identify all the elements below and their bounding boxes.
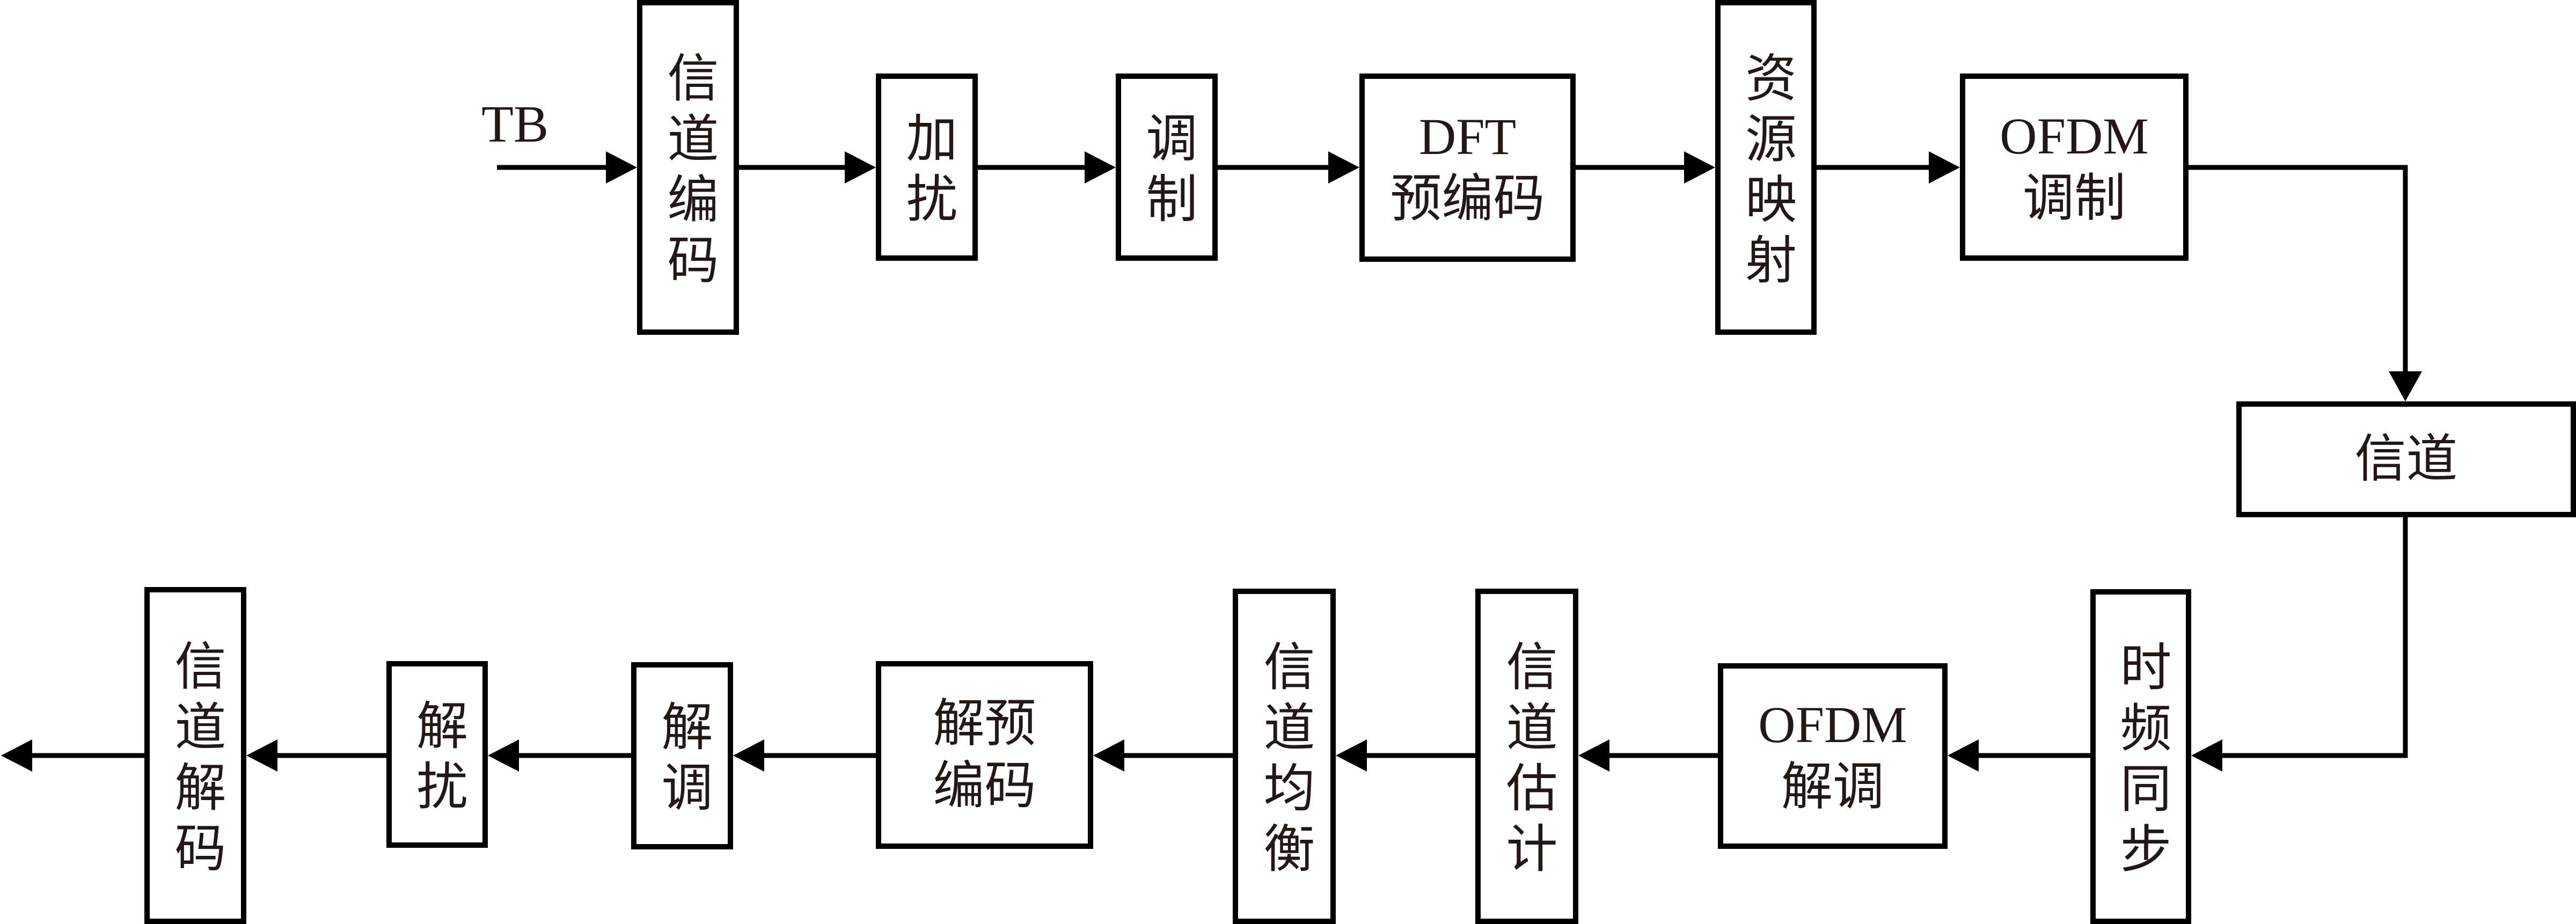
block-time-frequency-sync: 时频同步 xyxy=(2090,589,2191,924)
block-label: 信道解码 xyxy=(167,639,224,882)
arrowhead-left-icon xyxy=(1578,739,1609,772)
arrow-descrambling-to-channel-decoding xyxy=(246,739,386,772)
block-label: 资源映射 xyxy=(1737,50,1795,294)
block-label: DFT 预编码 xyxy=(1390,107,1545,228)
arrow-input-to-channel-coding xyxy=(497,151,637,184)
block-label: 信道编码 xyxy=(660,50,717,294)
block-label: 解预 编码 xyxy=(933,695,1036,815)
arrowhead-left-icon xyxy=(1336,739,1367,772)
arrow-ofdm-modulation-to-channel xyxy=(2189,165,2422,401)
arrow-channel-estimation-to-equalization xyxy=(1336,739,1475,772)
arrowhead-left-icon xyxy=(246,739,277,772)
arrowhead-right-icon xyxy=(606,151,637,184)
arrow-channel-coding-to-scrambling xyxy=(739,151,876,184)
arrow-de-precoding-to-demodulation xyxy=(733,739,876,772)
arrowhead-down-icon xyxy=(2389,371,2422,401)
block-label: 信道 xyxy=(2354,430,2458,488)
input-label-tb: TB xyxy=(481,96,549,153)
block-modulation: 调制 xyxy=(1116,74,1218,261)
block-label: 调制 xyxy=(1138,111,1196,232)
block-resource-mapping: 资源映射 xyxy=(1715,0,1817,335)
arrow-scrambling-to-modulation xyxy=(978,151,1116,184)
arrow-demodulation-to-descrambling xyxy=(488,739,631,772)
block-channel-coding: 信道编码 xyxy=(637,0,739,335)
block-descrambling: 解扰 xyxy=(386,661,488,848)
block-demodulation: 解调 xyxy=(631,662,733,849)
arrow-modulation-to-dft-precoding xyxy=(1218,151,1359,184)
block-label: OFDM 解调 xyxy=(1758,696,1907,816)
arrowhead-left-icon xyxy=(1,739,32,772)
arrowhead-right-icon xyxy=(845,151,876,184)
block-label: 时频同步 xyxy=(2112,640,2170,883)
block-label: OFDM 调制 xyxy=(2000,107,2149,227)
arrowhead-left-icon xyxy=(1093,739,1124,772)
arrowhead-left-icon xyxy=(488,739,519,772)
arrow-equalization-to-de-precoding xyxy=(1093,739,1233,772)
block-channel: 信道 xyxy=(2236,401,2576,517)
arrow-ofdm-demodulation-to-channel-estimation xyxy=(1578,739,1718,772)
arrow-channel-decoding-to-output xyxy=(1,739,144,772)
arrowhead-right-icon xyxy=(1328,151,1359,184)
arrowhead-left-icon xyxy=(2191,739,2222,772)
block-ofdm-modulation: OFDM 调制 xyxy=(1960,74,2189,261)
arrow-resource-mapping-to-ofdm-modulation xyxy=(1817,151,1960,184)
arrowhead-right-icon xyxy=(1684,151,1715,184)
arrow-sync-to-ofdm-demodulation xyxy=(1948,739,2090,772)
arrowhead-left-icon xyxy=(733,739,764,772)
arrow-channel-to-time-freq-sync xyxy=(2191,517,2408,772)
arrow-dft-precoding-to-resource-mapping xyxy=(1576,151,1715,184)
block-label: 解调 xyxy=(654,700,711,821)
block-label: 信道估计 xyxy=(1498,640,1556,882)
block-label: 解扰 xyxy=(408,698,466,820)
block-scrambling: 加扰 xyxy=(876,74,978,261)
block-label: 加扰 xyxy=(898,111,956,232)
block-label: 信道均衡 xyxy=(1256,640,1313,882)
arrowhead-left-icon xyxy=(1948,739,1979,772)
block-de-precoding: 解预 编码 xyxy=(876,661,1093,849)
block-channel-estimation: 信道估计 xyxy=(1475,589,1578,924)
arrowhead-right-icon xyxy=(1929,151,1960,184)
block-ofdm-demodulation: OFDM 解调 xyxy=(1718,663,1948,849)
block-channel-decoding: 信道解码 xyxy=(144,587,246,924)
block-dft-precoding: DFT 预编码 xyxy=(1359,74,1576,262)
block-channel-equalization: 信道均衡 xyxy=(1233,589,1336,924)
arrowhead-right-icon xyxy=(1085,151,1116,184)
